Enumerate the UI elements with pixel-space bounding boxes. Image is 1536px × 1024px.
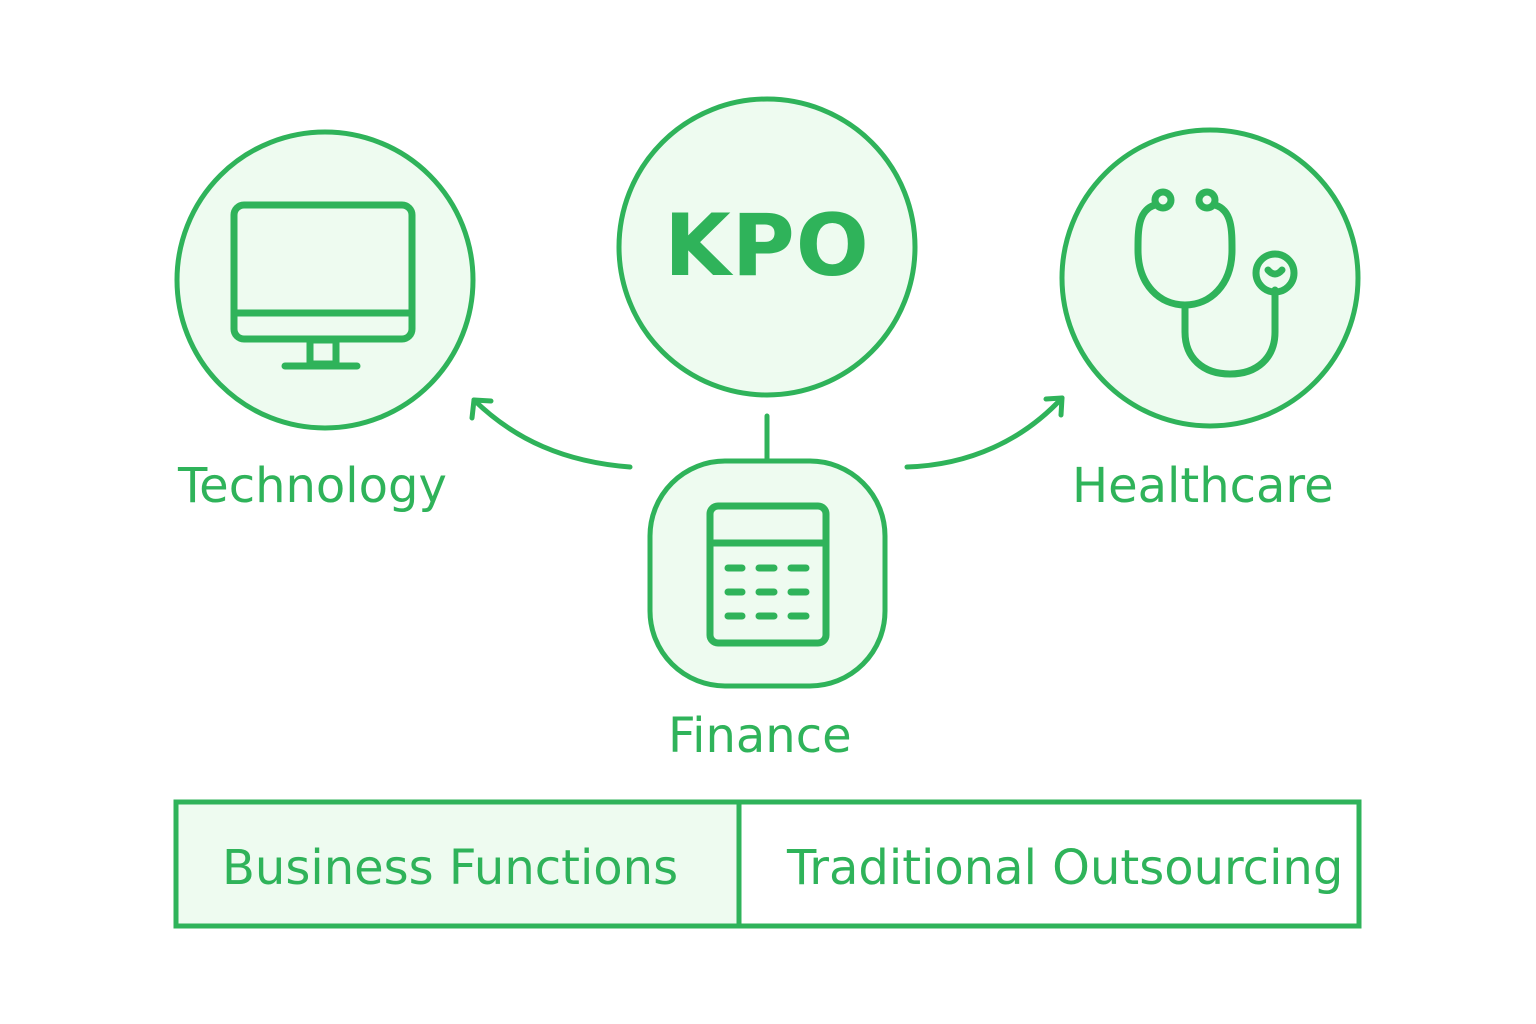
- kpo-label: KPO: [664, 196, 870, 296]
- comparison-bar: [173, 799, 1362, 929]
- arrow-to-healthcare: [904, 395, 1065, 470]
- computer-monitor-icon: [230, 201, 416, 370]
- stethoscope-icon: [1134, 188, 1298, 378]
- traditional-outsourcing-label: Traditional Outsourcing: [787, 840, 1344, 896]
- calculator-icon: [706, 502, 830, 647]
- technology-node: [174, 129, 476, 431]
- finance-node: [647, 458, 888, 689]
- kpo-node: [616, 96, 918, 398]
- finance-label: Finance: [668, 708, 852, 764]
- business-functions-label: Business Functions: [222, 840, 679, 896]
- arrow-to-technology: [469, 397, 633, 470]
- technology-label: Technology: [178, 458, 447, 514]
- healthcare-node: [1059, 127, 1361, 429]
- healthcare-label: Healthcare: [1072, 458, 1334, 514]
